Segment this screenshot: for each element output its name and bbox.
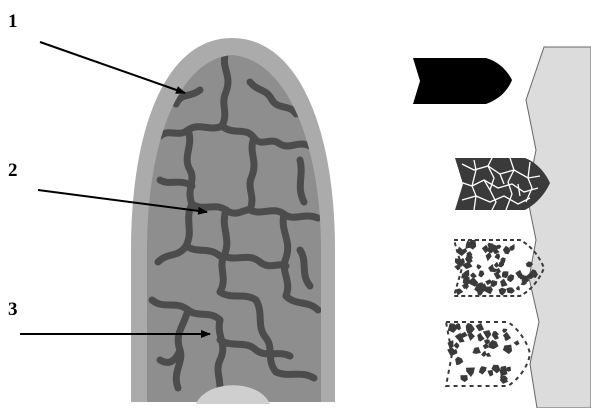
bullet-fragment	[481, 351, 486, 357]
bullet-fragment	[455, 288, 463, 295]
cracked-bullet	[455, 158, 550, 210]
bullet-fragment	[503, 332, 511, 341]
bullet-fragment	[507, 287, 515, 293]
callout-labels: 1 2 3	[8, 11, 18, 320]
target-wall	[526, 47, 591, 408]
shattered-bullet	[446, 322, 530, 386]
bullet-fragment	[499, 261, 505, 267]
intact-bullet	[413, 58, 512, 104]
bullet-fragment	[507, 274, 514, 282]
bullet-fragment	[460, 375, 467, 382]
bullet-fragment	[472, 347, 481, 354]
bullet-cross-section	[131, 38, 335, 404]
callout-label-3: 3	[8, 299, 18, 320]
bullet-fragment	[455, 357, 463, 366]
callout-label-1: 1	[8, 11, 18, 32]
bullet-fragment	[514, 340, 520, 345]
bullet-fragment	[494, 272, 502, 280]
bullet-fragment	[486, 252, 492, 261]
bullet-fragment	[488, 370, 494, 377]
bullet-fragment	[483, 330, 492, 339]
bullet-fragment	[476, 323, 485, 331]
bullet-fragment	[448, 323, 457, 333]
bullet-fragment	[483, 343, 490, 349]
bullet-fragment	[516, 286, 520, 291]
bullet-fragment	[464, 284, 469, 290]
bullet-fragment	[479, 366, 487, 374]
bullet-fragment	[494, 262, 500, 268]
bullet-fragment	[478, 270, 484, 277]
bullet-fragment	[494, 254, 500, 260]
bullet-fragment	[499, 288, 507, 296]
bullet-fragment	[476, 264, 481, 270]
bullet-fragment	[485, 353, 491, 357]
bullet-fragment	[500, 279, 508, 287]
bullet-fragment	[502, 271, 508, 278]
callout-arrow-1	[40, 42, 185, 93]
callout-label-2: 2	[8, 160, 18, 181]
bullet-fragment	[454, 342, 460, 349]
bullet-fragment	[467, 332, 475, 341]
bullet-fragment	[503, 246, 510, 254]
bullet-fragment	[454, 264, 460, 271]
bullet-fragment	[447, 347, 457, 356]
bullet-fragment	[503, 345, 512, 355]
bullet-fragment	[466, 368, 475, 378]
